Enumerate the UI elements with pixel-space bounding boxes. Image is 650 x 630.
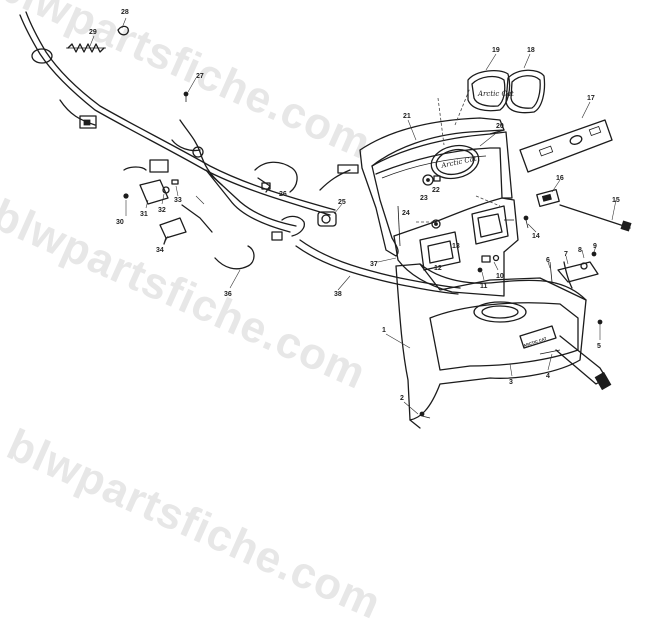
callout-numbers: 1 2 3 4 5 6 7 8 9 10 11 12 13 14 15 16 1… bbox=[89, 9, 620, 402]
callout-4: 4 bbox=[546, 373, 550, 380]
gauge-cluster: Arctic Cat bbox=[422, 144, 480, 186]
callout-14: 14 bbox=[532, 233, 540, 240]
callout-22: 22 bbox=[432, 187, 440, 194]
parts-diagram: blwpartsfiche.com blwpartsfiche.com blwp… bbox=[0, 0, 632, 629]
toggle-switch bbox=[536, 188, 560, 208]
light-housing bbox=[419, 205, 509, 271]
callout-32: 32 bbox=[158, 207, 166, 214]
rivet bbox=[183, 91, 189, 102]
wiring-harness bbox=[19, 11, 461, 295]
leader-lines bbox=[89, 17, 617, 415]
callout-29: 29 bbox=[89, 29, 97, 36]
callout-28: 28 bbox=[121, 9, 129, 16]
exploded-view: Arctic Cat Arctic Cat bbox=[19, 9, 632, 429]
callout-21: 21 bbox=[403, 113, 411, 120]
callout-19: 19 bbox=[492, 47, 500, 54]
callout-20: 20 bbox=[496, 123, 504, 130]
callout-2: 2 bbox=[400, 395, 404, 402]
cowl-assembly bbox=[359, 117, 519, 297]
mounting-bracket bbox=[159, 217, 187, 245]
instrument-placard bbox=[519, 119, 613, 173]
clip bbox=[117, 25, 129, 36]
callout-36: 36 bbox=[224, 291, 232, 298]
callout-9: 9 bbox=[593, 243, 597, 250]
gauge-cluster-script: Arctic Cat bbox=[440, 154, 478, 170]
callout-23: 23 bbox=[420, 195, 428, 202]
callout-37: 37 bbox=[370, 261, 378, 268]
fasteners bbox=[477, 215, 529, 273]
callout-8: 8 bbox=[578, 247, 582, 254]
callout-1: 1 bbox=[382, 327, 386, 334]
callout-25: 25 bbox=[338, 199, 346, 206]
callout-7: 7 bbox=[564, 251, 568, 258]
lens-and-bezel: Arctic Cat bbox=[467, 69, 546, 114]
dash-panel: ARCTIC CAT bbox=[395, 263, 612, 429]
callout-12: 12 bbox=[434, 265, 442, 272]
callout-3: 3 bbox=[509, 379, 513, 386]
callout-31: 31 bbox=[140, 211, 148, 218]
callout-27: 27 bbox=[196, 73, 204, 80]
callout-34: 34 bbox=[156, 247, 164, 254]
callout-18: 18 bbox=[527, 47, 535, 54]
callout-33: 33 bbox=[174, 197, 182, 204]
callout-13: 13 bbox=[452, 243, 460, 250]
callout-6: 6 bbox=[546, 257, 550, 264]
callout-16: 16 bbox=[556, 175, 564, 182]
relay-assembly bbox=[123, 159, 179, 205]
callout-17: 17 bbox=[587, 95, 595, 102]
callout-38: 38 bbox=[334, 291, 342, 298]
spring bbox=[66, 43, 106, 53]
callout-24: 24 bbox=[402, 210, 410, 217]
callout-11: 11 bbox=[480, 283, 488, 290]
callout-30: 30 bbox=[116, 219, 124, 226]
key-switch bbox=[317, 211, 337, 227]
bezel-script: Arctic Cat bbox=[477, 90, 514, 98]
assembly-guidelines bbox=[416, 87, 501, 223]
latch-bracket bbox=[549, 251, 599, 289]
callout-26: 26 bbox=[279, 191, 287, 198]
callout-10: 10 bbox=[496, 273, 504, 280]
callout-5: 5 bbox=[597, 343, 601, 350]
callout-15: 15 bbox=[612, 197, 620, 204]
throttle-cable bbox=[559, 204, 632, 232]
